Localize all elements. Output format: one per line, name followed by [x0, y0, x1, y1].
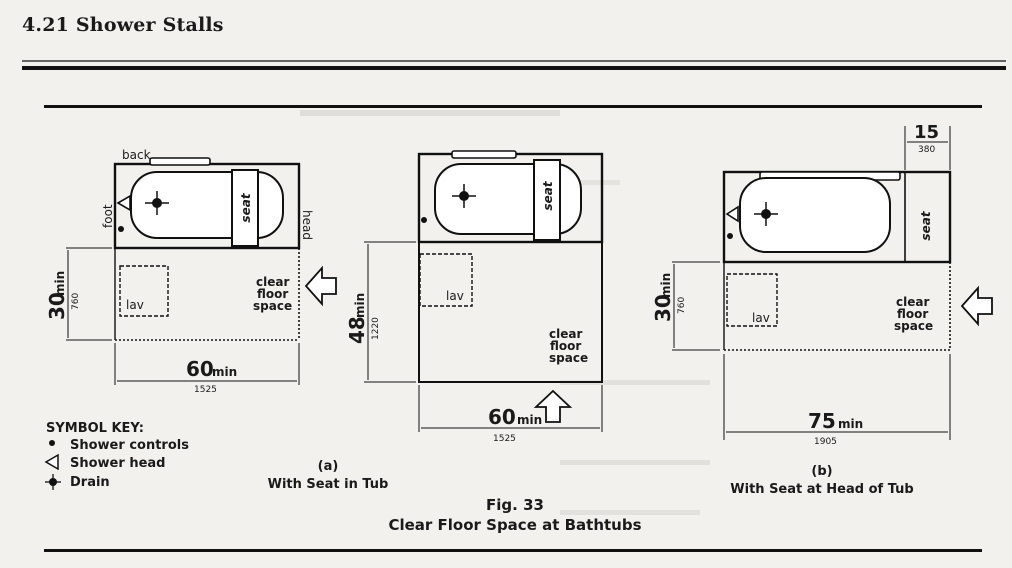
- figure-rule-top: [44, 105, 982, 108]
- seat-in-tub-2: [533, 159, 561, 241]
- dim-30-min: min: [53, 271, 67, 296]
- key-shower-controls-label: Shower controls: [70, 438, 189, 453]
- dim-48-mm: 1220: [371, 317, 381, 340]
- figure-rule-bottom: [44, 549, 982, 552]
- dim-75-in: 75: [808, 409, 836, 433]
- clear-floor-label-2-3: space: [549, 351, 588, 365]
- symbol-key-title: SYMBOL KEY:: [46, 421, 144, 436]
- clear-floor-label-1: clear: [256, 275, 289, 289]
- diagram-a-left: [66, 157, 337, 385]
- lav-a2: [419, 253, 473, 307]
- shower-controls-icon-2: [421, 217, 427, 223]
- tub-basin-b: [739, 177, 891, 253]
- caption-b-text: With Seat at Head of Tub: [730, 482, 913, 497]
- seat-label-2: seat: [541, 180, 555, 210]
- dim-60-min: min: [212, 365, 237, 379]
- approach-arrow-a: [304, 265, 337, 307]
- key-shower-head-label: Shower head: [70, 456, 165, 471]
- caption-b-letter: (b): [811, 464, 832, 479]
- clear-floor-label-3: space: [253, 299, 292, 313]
- clear-floor-label-b-3: space: [894, 319, 933, 333]
- approach-arrow-up: [533, 389, 573, 423]
- shower-controls-icon: [118, 226, 124, 232]
- caption-a-text: With Seat in Tub: [268, 477, 389, 492]
- shower-controls-icon-b: [727, 233, 733, 239]
- back-label: back: [122, 148, 151, 162]
- tub-back-wall: [149, 157, 211, 166]
- key-shower-controls-icon: [49, 440, 55, 446]
- foot-label: foot: [101, 204, 115, 228]
- dim-48-min: min: [353, 293, 367, 318]
- lav-label-b: lav: [752, 311, 770, 325]
- clear-floor-label-b-2: floor: [897, 307, 928, 321]
- section-title: 4.21 Shower Stalls: [22, 14, 224, 36]
- caption-a-letter: (a): [318, 459, 339, 474]
- clear-floor-label-b-1: clear: [896, 295, 929, 309]
- dim-30b-in: 30: [651, 294, 675, 322]
- dim-60b-mm: 1525: [493, 434, 516, 444]
- seat-label: seat: [239, 192, 253, 222]
- dim-60-in: 60: [186, 357, 214, 381]
- dim-60b-min: min: [517, 413, 542, 427]
- figure-number: Fig. 33: [486, 496, 544, 514]
- approach-arrow-b: [960, 285, 993, 327]
- lav-a: [119, 265, 169, 317]
- seat-in-tub: [231, 169, 259, 247]
- dim-60b-in: 60: [488, 405, 516, 429]
- dim-48-in: 48: [345, 316, 369, 344]
- dim-30b-min: min: [659, 273, 673, 298]
- lav-label: lav: [126, 298, 144, 312]
- clear-floor-zone-2: [418, 241, 603, 383]
- seat-label-b: seat: [919, 210, 933, 240]
- dim-30-mm: 760: [71, 293, 81, 310]
- key-drain-label: Drain: [70, 475, 110, 490]
- lav-b: [726, 273, 778, 327]
- dim-60-mm: 1525: [194, 385, 217, 395]
- head-label: head: [300, 210, 314, 240]
- key-shower-head-icon: [44, 453, 59, 471]
- dim-15-mm: 380: [918, 145, 935, 155]
- top-rule-thick: [22, 66, 1006, 70]
- dim-30-in: 30: [45, 292, 69, 320]
- diagram-b-right: [672, 126, 993, 440]
- shower-head-icon: [116, 194, 131, 212]
- shower-head-icon-b: [725, 205, 739, 223]
- clear-floor-label-2-2: floor: [550, 339, 581, 353]
- dim-75-mm: 1905: [814, 437, 837, 447]
- symbol-key: SYMBOL KEY: Shower controls Shower head …: [44, 421, 189, 490]
- diagram-a-center: [364, 150, 604, 432]
- lav-label-2: lav: [446, 289, 464, 303]
- dim-30b-mm: 760: [677, 297, 687, 314]
- figure-title: Clear Floor Space at Bathtubs: [388, 516, 641, 534]
- clear-floor-label-2: floor: [257, 287, 288, 301]
- dim-75-min: min: [838, 417, 863, 431]
- dim-15-in: 15: [914, 122, 939, 143]
- clear-floor-label-2-1: clear: [549, 327, 582, 341]
